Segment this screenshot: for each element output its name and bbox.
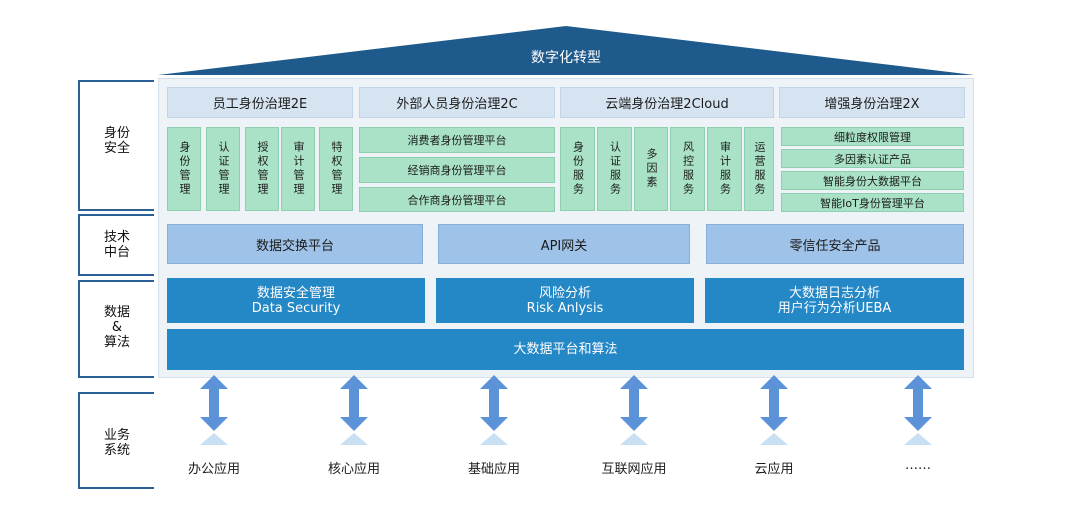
cloud-cell-audit-service: 审计服务: [707, 127, 742, 211]
employee-cell-audit-mgmt: 审计管理: [281, 127, 315, 211]
external-cell-consumer: 消费者身份管理平台: [359, 127, 555, 153]
enhanced-cell-fine-grained: 细粒度权限管理: [781, 127, 964, 146]
identity-row-bracket: [78, 80, 154, 211]
data-box-risk-analysis: 风险分析 Risk Anlysis: [436, 278, 694, 323]
identity-row-label: 身份 安全: [103, 126, 130, 156]
double-arrow-icon: [760, 375, 788, 445]
cloud-cell-risk-service: 风控服务: [670, 127, 705, 211]
app-core: 核心应用: [327, 462, 380, 477]
double-arrow-icon: [480, 375, 508, 445]
enhanced-cell-iot-identity: 智能IoT身份管理平台: [781, 193, 964, 212]
business-row-label: 业务 系统: [103, 428, 130, 458]
tech-box-api-gateway: API网关: [438, 224, 690, 264]
cloud-cell-ops-service: 运营服务: [744, 127, 774, 211]
app-internet: 互联网应用: [601, 462, 667, 477]
enhanced-cell-mfa-product: 多因素认证产品: [781, 149, 964, 168]
app-cloud: 云应用: [754, 462, 794, 477]
data-box-log-analysis: 大数据日志分析 用户行为分析UEBA: [705, 278, 964, 323]
external-cell-partner: 合作商身份管理平台: [359, 187, 555, 212]
data-row-bracket: [78, 280, 154, 378]
roof-title-banner: 数字化转型: [158, 25, 974, 75]
double-arrow-icon: [200, 375, 228, 445]
cloud-cell-multifactor: 多因素: [634, 127, 668, 211]
employee-cell-privilege-mgmt: 特权管理: [319, 127, 353, 211]
bigdata-platform-bar: 大数据平台和算法: [167, 329, 964, 370]
header-external-identity: 外部人员身份治理2C: [359, 87, 555, 118]
business-row-bracket: [78, 392, 154, 489]
tech-box-zero-trust: 零信任安全产品: [706, 224, 964, 264]
roof-shape: [158, 26, 974, 75]
app-office: 办公应用: [187, 462, 240, 477]
double-arrow-icon: [340, 375, 368, 445]
double-arrow-icon: [620, 375, 648, 445]
employee-cell-auth-mgmt: 认证管理: [206, 127, 240, 211]
app-more: ……: [905, 458, 931, 473]
cloud-cell-auth-service: 认证服务: [597, 127, 632, 211]
header-enhanced-identity: 增强身份治理2X: [779, 87, 965, 118]
tech-row-bracket: [78, 214, 154, 276]
tech-box-data-exchange: 数据交换平台: [167, 224, 423, 264]
enhanced-cell-smart-bigdata: 智能身份大数据平台: [781, 171, 964, 190]
external-cell-dealer: 经销商身份管理平台: [359, 157, 555, 183]
employee-cell-authorization-mgmt: 授权管理: [245, 127, 279, 211]
employee-cell-identity-mgmt: 身份管理: [167, 127, 201, 211]
tech-row-label: 技术 中台: [103, 230, 130, 260]
diagram-title: 数字化转型: [531, 50, 601, 66]
cloud-cell-identity-service: 身份服务: [560, 127, 595, 211]
data-row-label: 数据 & 算法: [103, 305, 130, 350]
header-employee-identity: 员工身份治理2E: [167, 87, 353, 118]
double-arrow-icon: [904, 375, 932, 445]
data-box-data-security: 数据安全管理 Data Security: [167, 278, 425, 323]
header-cloud-identity: 云端身份治理2Cloud: [560, 87, 774, 118]
app-base: 基础应用: [467, 462, 520, 477]
